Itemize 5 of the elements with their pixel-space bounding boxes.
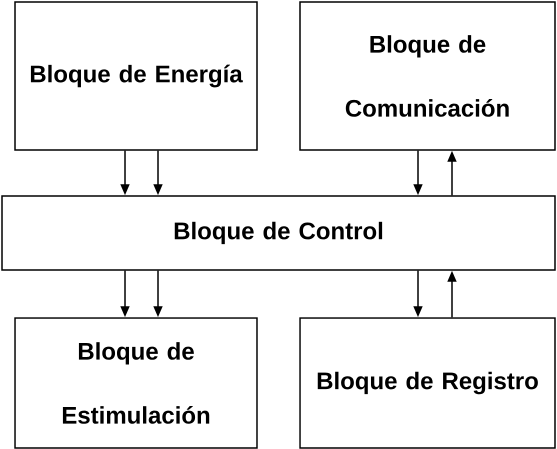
block-box: Bloque de Registro	[299, 317, 556, 449]
block-box: Bloque de Control	[1, 195, 556, 271]
block-box: Bloque de Comunicación	[299, 1, 556, 151]
block-box: Bloque de Estimulación	[14, 317, 258, 449]
block-box: Bloque de Energía	[14, 1, 258, 151]
